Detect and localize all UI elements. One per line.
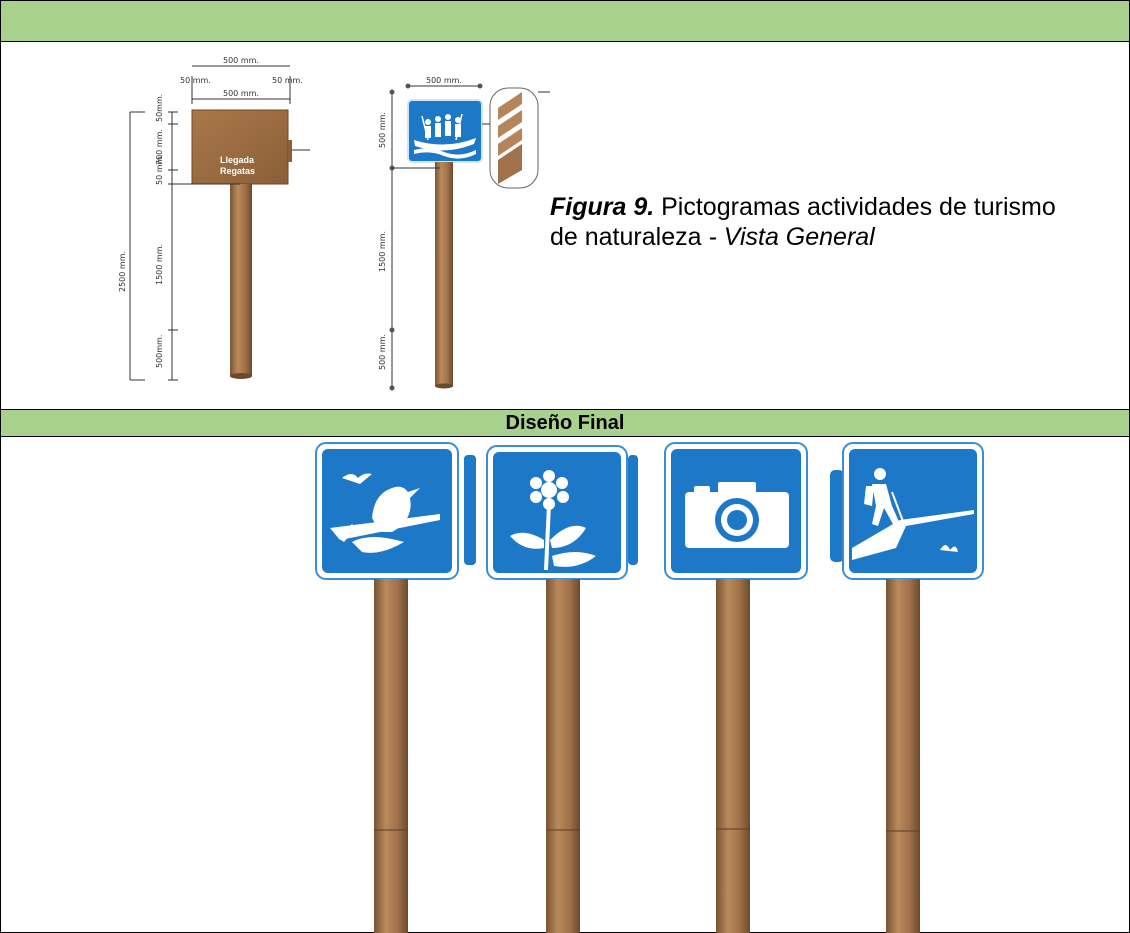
dim-b-1500: 1500 mm. bbox=[378, 231, 387, 272]
dim-50-top: 50mm. bbox=[155, 94, 164, 122]
dim-width-top: 500 mm. bbox=[223, 56, 259, 65]
board-text-1: Llegada bbox=[220, 155, 255, 165]
dim-total: 2500 mm. bbox=[118, 251, 127, 292]
final-sign-flower bbox=[486, 445, 638, 933]
dim-b-500-bottom: 500 mm. bbox=[378, 334, 387, 370]
dim-b-500-top: 500 mm. bbox=[378, 112, 387, 148]
figure-caption: Figura 9. Pictogramas actividades de tur… bbox=[550, 192, 1090, 252]
post-upper bbox=[230, 184, 252, 332]
final-sign-hiker bbox=[830, 442, 984, 933]
post-lower bbox=[230, 332, 252, 376]
section-bar: Diseño Final bbox=[1, 409, 1129, 437]
dim-margin-right: 50 mm. bbox=[272, 76, 303, 85]
caption-subtitle: - Vista General bbox=[708, 223, 875, 251]
dim-width-inner: 500 mm. bbox=[223, 89, 259, 98]
caption-label: Figura 9. bbox=[550, 193, 655, 221]
post-b-lower bbox=[435, 328, 453, 386]
final-sign-bird bbox=[315, 442, 476, 933]
rafting-icon bbox=[414, 113, 476, 159]
dim-b-width: 500 mm. bbox=[426, 76, 462, 85]
sketch-a: 500 mm. 50 mm. 50 mm. 500 mm. Llegada Re… bbox=[118, 56, 310, 381]
dim-margin-left: 50 mm. bbox=[180, 76, 211, 85]
caption-text: Pictogramas actividades de turismo de na… bbox=[550, 193, 1056, 251]
final-sign-camera bbox=[664, 442, 808, 933]
header-bar bbox=[1, 1, 1129, 42]
camera-icon bbox=[685, 482, 789, 548]
dim-500: 500mm. bbox=[155, 335, 164, 368]
board-text-2: Regatas bbox=[220, 166, 255, 176]
hiker-icon bbox=[852, 468, 974, 560]
sketch-b: 500 mm. 500 mm. 1500 mm. 500 mm. bbox=[378, 76, 550, 391]
bird-icon bbox=[330, 473, 440, 553]
post-b-upper bbox=[435, 162, 453, 328]
dim-1500: 1500 mm. bbox=[155, 244, 164, 285]
flower-icon bbox=[510, 470, 596, 570]
dim-700: 700 mm. bbox=[155, 129, 164, 165]
section-title: Diseño Final bbox=[505, 412, 625, 434]
dim-50-bottom: 50 mm. bbox=[155, 154, 164, 185]
